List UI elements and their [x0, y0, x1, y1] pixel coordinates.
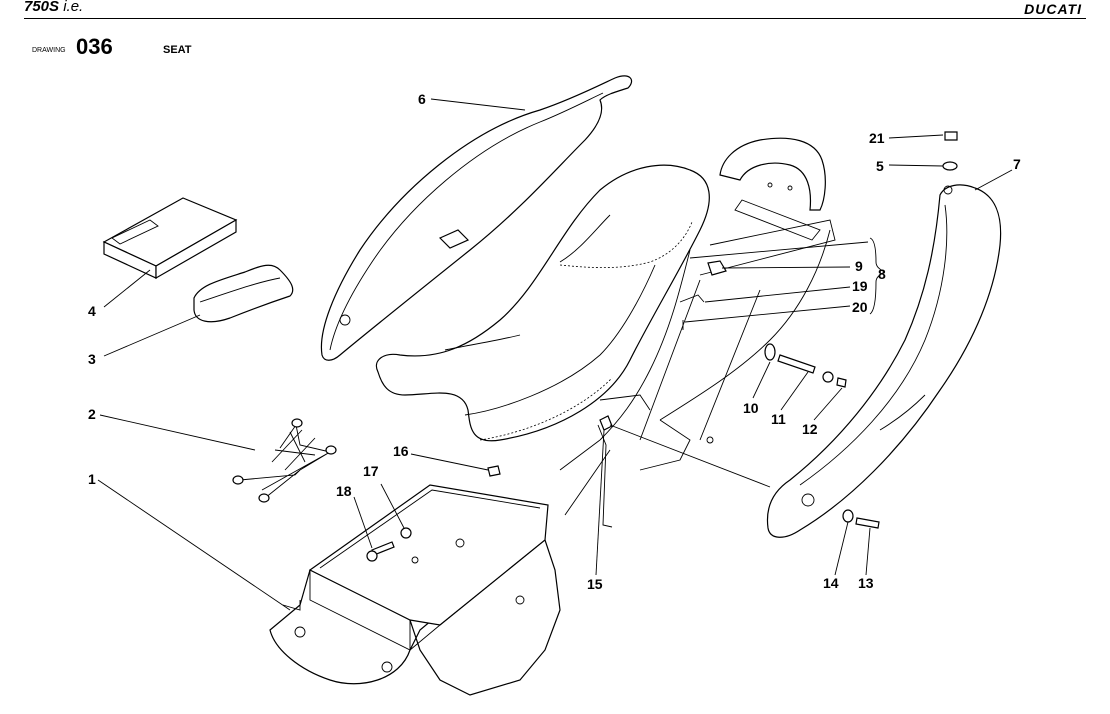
seat-subframe: [559, 137, 836, 528]
callout-8: 8: [878, 266, 886, 282]
part-4-owners-booklet: [102, 197, 238, 280]
part-1-underseat-tray: [269, 484, 561, 696]
callout-18: 18: [336, 483, 352, 499]
callout-16: 16: [393, 443, 409, 459]
callout-10: 10: [743, 400, 759, 416]
callout-13: 13: [858, 575, 874, 591]
drawing-label: DRAWING: [32, 47, 66, 54]
callout-20: 20: [852, 299, 868, 315]
model-suffix: i.e.: [59, 0, 84, 15]
callout-11: 11: [771, 411, 786, 427]
callout-19: 19: [852, 278, 868, 294]
part-3-tool-pouch: [193, 264, 294, 323]
part-2-strap: [232, 418, 337, 503]
callout-1: 1: [88, 471, 96, 487]
fasteners: [366, 131, 958, 562]
callout-5: 5: [876, 158, 884, 174]
drawing-number: 036: [76, 34, 113, 59]
callout-2: 2: [88, 406, 96, 422]
callout-7: 7: [1013, 156, 1021, 172]
main-seat: [375, 164, 710, 442]
callout-6: 6: [418, 91, 426, 107]
callout-14: 14: [823, 575, 839, 591]
brand-logo: DUCATI: [1024, 1, 1082, 17]
callout-4: 4: [88, 303, 96, 319]
callout-15: 15: [587, 576, 603, 592]
part-7-side-panel: [766, 184, 1002, 538]
model-code: 750S: [24, 0, 60, 15]
header-divider: [24, 18, 1086, 19]
model-name: 750S i.e.: [24, 0, 83, 15]
leader-lines: [97, 98, 1013, 611]
callout-12: 12: [802, 421, 818, 437]
callout-21: 21: [869, 130, 885, 146]
callout-3: 3: [88, 351, 96, 367]
page-header: 750S i.e. DUCATI: [0, 0, 1110, 18]
drawing-title: SEAT: [163, 44, 192, 56]
callout-labels: 1 2 3 4 5 6 7 8 9 10 11 12 13 14 15 16 1…: [88, 91, 1021, 592]
callout-17: 17: [363, 463, 379, 479]
part-6-seat-cowl: [320, 75, 633, 361]
callout-9: 9: [855, 258, 863, 274]
